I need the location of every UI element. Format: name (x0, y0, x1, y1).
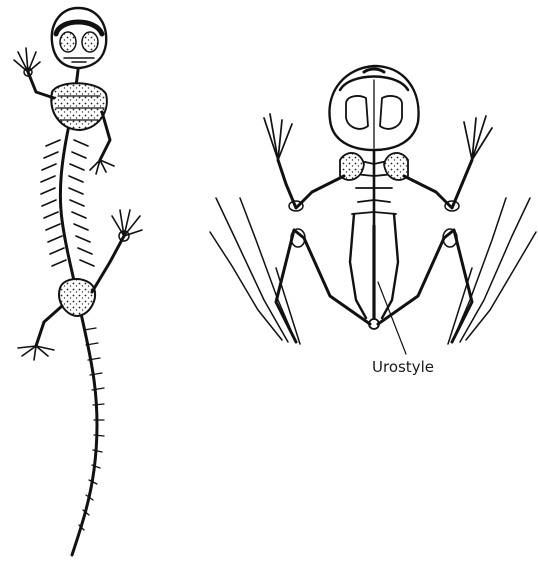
salamander-pectoral-girdle (51, 83, 107, 130)
salamander-left-forelimb (14, 48, 54, 98)
salamander-right-hindlimb (92, 210, 142, 292)
frog-right-hindlimb (378, 198, 536, 344)
frog-skeleton (210, 66, 536, 354)
salamander-skull (52, 8, 106, 68)
frog-left-hindlimb (210, 198, 370, 344)
salamander-skeleton (14, 8, 142, 555)
salamander-left-hindlimb (18, 306, 62, 360)
frog-right-forelimb (404, 116, 492, 211)
frog-skull (329, 66, 418, 150)
salamander-pelvic-girdle (59, 279, 95, 316)
urostyle-label: Urostyle (372, 358, 434, 376)
